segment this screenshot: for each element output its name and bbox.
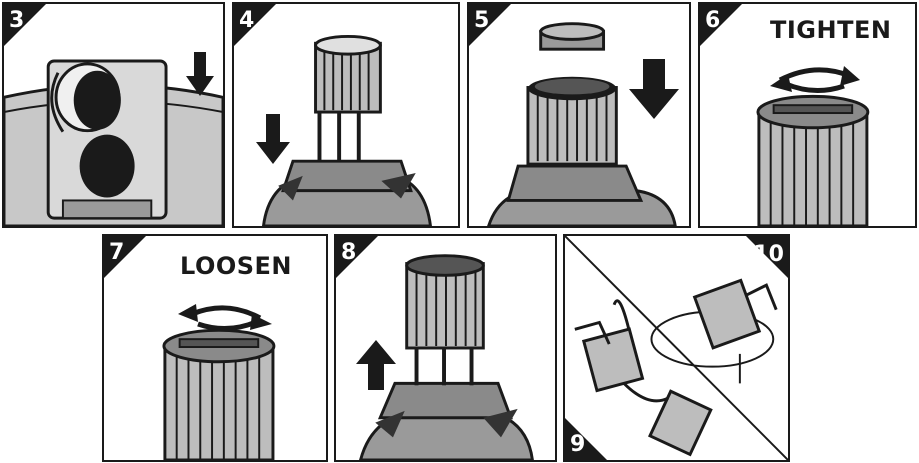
step-number: 7	[109, 242, 124, 264]
step-number-10: 10	[753, 244, 784, 266]
rotate-arrow-icon	[770, 62, 860, 96]
step-number-9: 9	[570, 434, 585, 456]
step-caption: LOOSEN	[180, 252, 292, 280]
step-9-10-panel: 10 9	[563, 234, 790, 462]
down-arrow-icon	[629, 59, 679, 119]
step-number: 5	[474, 10, 489, 32]
step-5-panel: 5	[467, 2, 691, 228]
step-number: 8	[341, 242, 356, 264]
step-number: 4	[239, 10, 254, 32]
down-arrow-icon	[256, 114, 290, 164]
step-number: 3	[9, 10, 24, 32]
step-number: 6	[705, 10, 720, 32]
step-8-panel: 8	[334, 234, 557, 462]
rotate-arrow-icon	[172, 300, 272, 334]
down-arrow-icon	[186, 52, 214, 96]
step-4-panel: 4	[232, 2, 460, 228]
step-6-panel: 6 TIGHTEN	[698, 2, 917, 228]
step-caption: TIGHTEN	[770, 16, 891, 44]
step-3-panel: 3	[2, 2, 225, 228]
up-arrow-icon	[356, 340, 396, 390]
step-7-panel: 7 LOOSEN	[102, 234, 328, 462]
